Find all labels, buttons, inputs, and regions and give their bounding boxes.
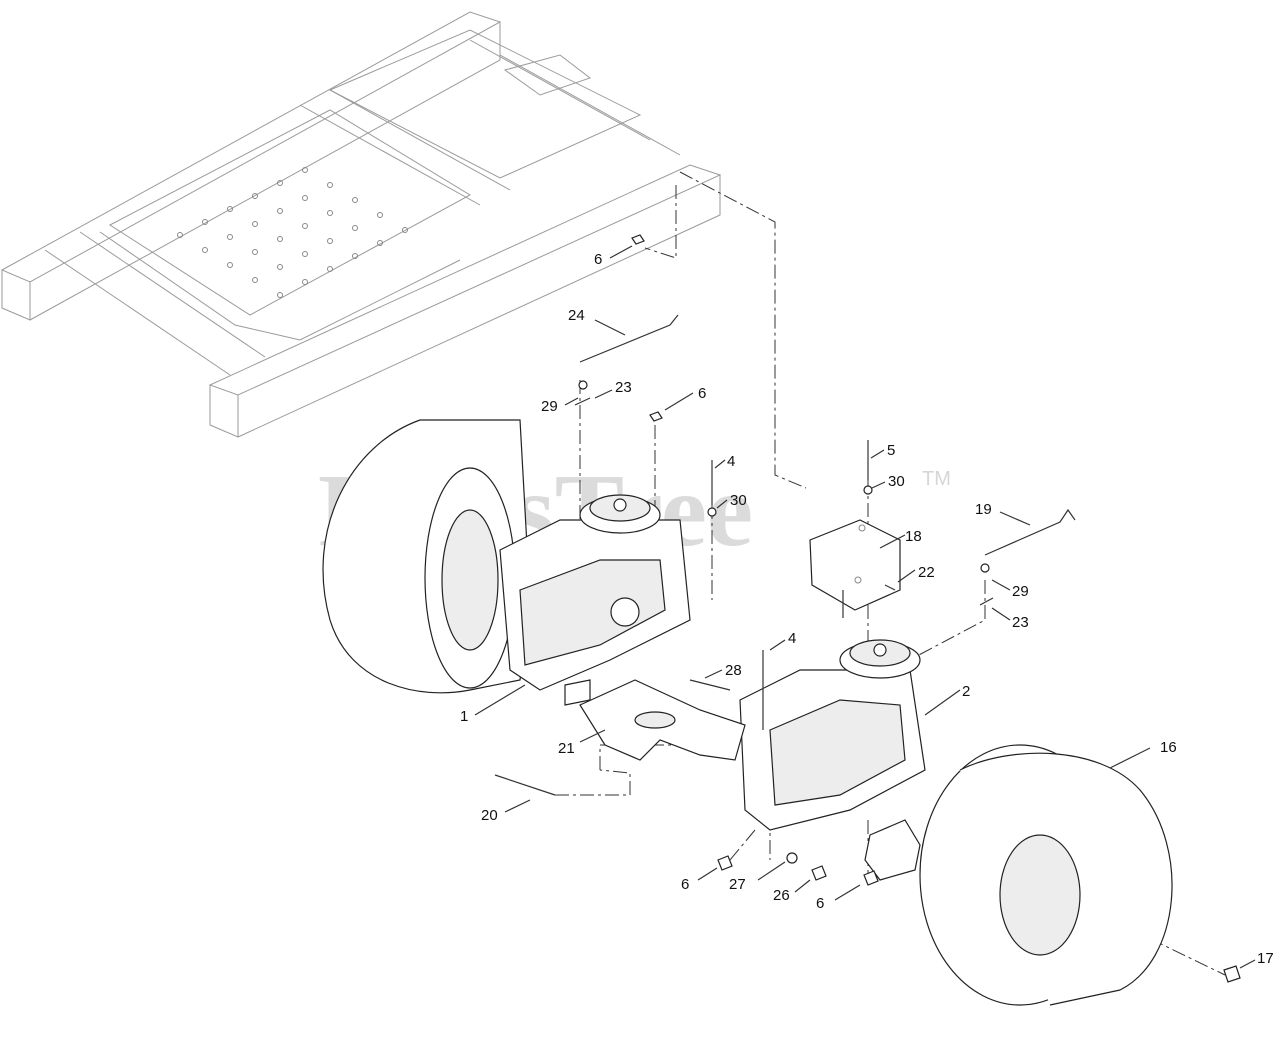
hardware bbox=[494, 234, 1241, 983]
callout-6: 6 bbox=[594, 251, 602, 268]
callout-17: 17 bbox=[1257, 950, 1274, 967]
leader-lines bbox=[474, 245, 1256, 969]
callout-30: 30 bbox=[730, 492, 747, 509]
callout-6: 6 bbox=[816, 895, 824, 912]
bracket-18 bbox=[809, 519, 901, 618]
callout-28: 28 bbox=[725, 662, 742, 679]
right-tire bbox=[919, 744, 1173, 1006]
callout-29: 29 bbox=[541, 398, 558, 415]
callout-23: 23 bbox=[615, 379, 632, 396]
callout-6: 6 bbox=[698, 385, 706, 402]
pivot-bracket-21 bbox=[564, 679, 746, 761]
callout-20: 20 bbox=[481, 807, 498, 824]
left-hydro-transmission bbox=[499, 494, 691, 691]
callout-19: 19 bbox=[975, 501, 992, 518]
left-tire bbox=[322, 419, 531, 694]
callout-1: 1 bbox=[460, 708, 468, 725]
callout-24: 24 bbox=[568, 307, 585, 324]
callout-27: 27 bbox=[729, 876, 746, 893]
callout-21: 21 bbox=[558, 740, 575, 757]
chassis-frame bbox=[0, 11, 722, 438]
plate-holes bbox=[177, 167, 408, 298]
watermark-tm: TM bbox=[922, 468, 951, 490]
callout-16: 16 bbox=[1160, 739, 1177, 756]
right-hydro-transmission bbox=[739, 639, 926, 881]
callout-26: 26 bbox=[773, 887, 790, 904]
callout-4: 4 bbox=[788, 630, 796, 647]
callout-2: 2 bbox=[962, 683, 970, 700]
callout-5: 5 bbox=[887, 442, 895, 459]
callout-29: 29 bbox=[1012, 583, 1029, 600]
callout-22: 22 bbox=[918, 564, 935, 581]
callout-23: 23 bbox=[1012, 614, 1029, 631]
callout-6: 6 bbox=[681, 876, 689, 893]
callout-4: 4 bbox=[727, 453, 735, 470]
callout-labels: 6 24 29 23 6 4 30 5 30 19 18 22 29 23 4 … bbox=[460, 251, 1274, 967]
callout-30: 30 bbox=[888, 473, 905, 490]
callout-18: 18 bbox=[905, 528, 922, 545]
